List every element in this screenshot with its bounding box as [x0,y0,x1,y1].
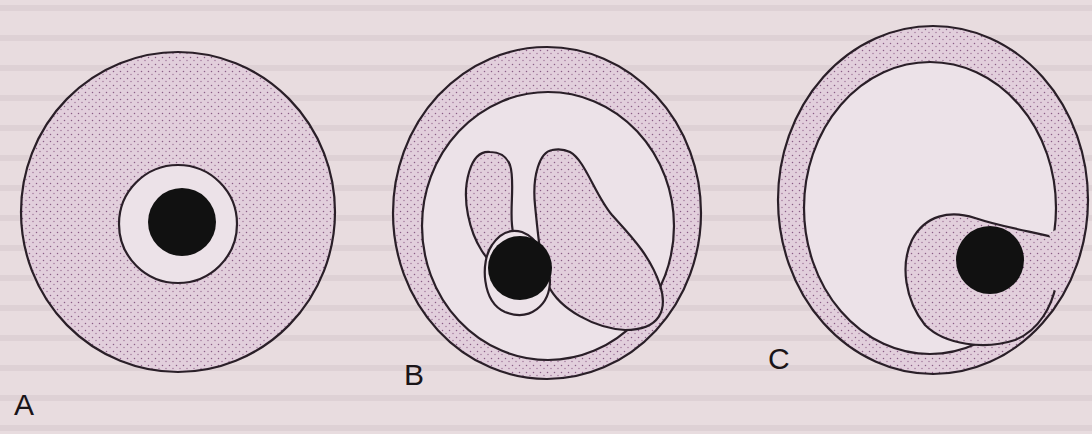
page-texture [0,8,1092,428]
figure-letter: C [768,344,790,374]
figure-letter: A [14,390,34,420]
stage-a [21,52,335,372]
figure-letter: B [404,360,424,390]
stage-b [393,47,701,379]
stage-c [778,26,1088,374]
